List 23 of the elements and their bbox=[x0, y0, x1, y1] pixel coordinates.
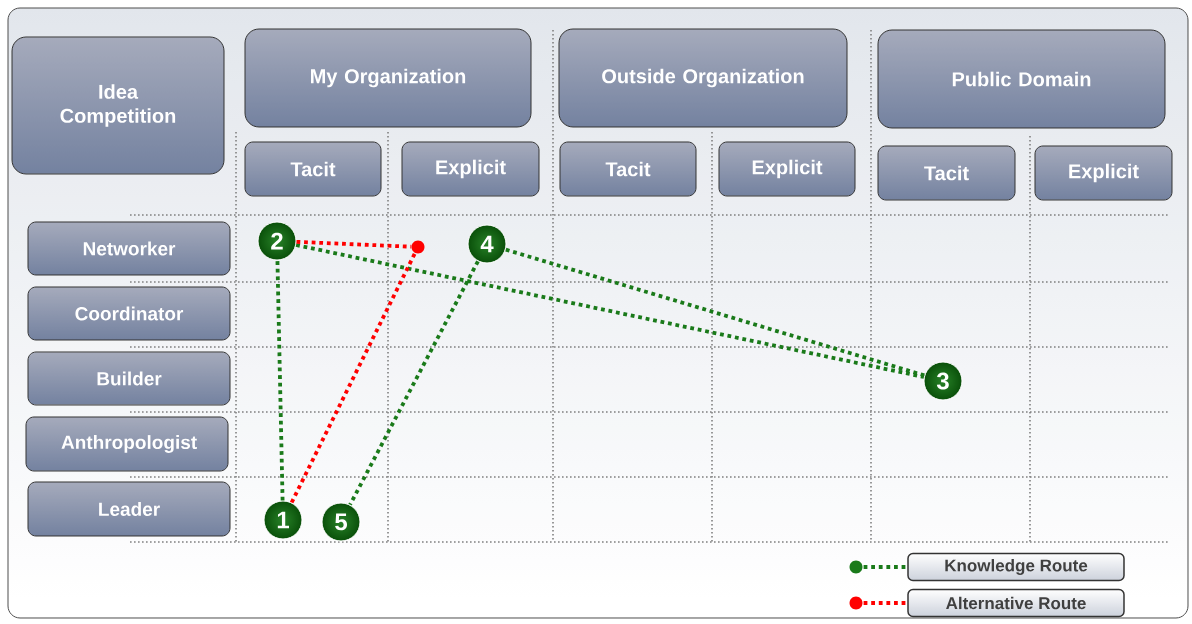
route-line bbox=[296, 239, 412, 249]
header-box: Explicit bbox=[718, 141, 856, 197]
header-box: Public Domain bbox=[877, 29, 1166, 129]
route-line bbox=[289, 252, 417, 504]
legend-label: Knowledge Route bbox=[907, 552, 1125, 582]
role-box: Builder bbox=[27, 351, 231, 406]
header-box: Tacit bbox=[877, 145, 1016, 201]
header-box: Explicit bbox=[401, 141, 540, 197]
header-box: Tacit bbox=[559, 141, 697, 197]
role-box: Leader bbox=[27, 481, 231, 537]
role-box: Coordinator bbox=[27, 286, 231, 341]
header-box: Idea Competition bbox=[11, 36, 225, 175]
role-box: Networker bbox=[27, 221, 231, 276]
header-box: Explicit bbox=[1034, 145, 1173, 201]
legend-label: Alternative Route bbox=[907, 588, 1125, 618]
header-box: Outside Organization bbox=[558, 28, 848, 128]
header-box: Tacit bbox=[244, 141, 382, 197]
route-line bbox=[348, 260, 480, 506]
route-line bbox=[505, 247, 925, 378]
role-box: Anthropologist bbox=[25, 416, 229, 472]
route-line bbox=[275, 260, 285, 501]
header-box: My Organization bbox=[244, 28, 532, 128]
route-line bbox=[295, 243, 925, 379]
